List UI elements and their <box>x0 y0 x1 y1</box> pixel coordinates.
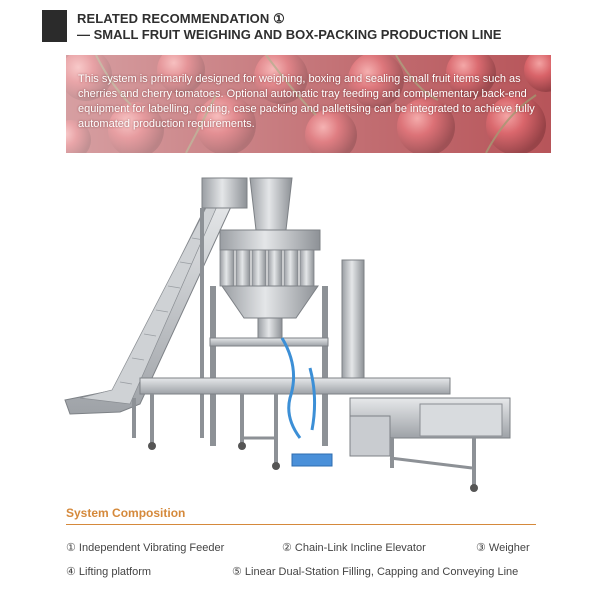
composition-item-filling-capping-line: ⑤ Linear Dual-Station Filling, Capping a… <box>232 566 519 578</box>
intro-paragraph: This system is primarily designed for we… <box>78 73 535 130</box>
composition-item-lifting-platform: ④ Lifting platform <box>66 566 152 578</box>
composition-item-weigher: ③ Weigher <box>476 542 530 554</box>
page-subtitle: — SMALL FRUIT WEIGHING AND BOX-PACKING P… <box>77 27 502 42</box>
banner-overlay <box>66 55 551 153</box>
page-header: RELATED RECOMMENDATION ① — SMALL FRUIT W… <box>42 10 562 44</box>
intro-banner: This system is primarily designed for we… <box>66 55 551 153</box>
header-marker-bar <box>42 10 67 42</box>
composition-item-incline-elevator: ② Chain-Link Incline Elevator <box>282 542 426 554</box>
production-line-machine-image <box>64 177 511 492</box>
system-composition-title: System Composition <box>66 506 186 520</box>
composition-item-vibrating-feeder: ① Independent Vibrating Feeder <box>66 542 225 554</box>
section-divider <box>66 524 536 525</box>
page-title: RELATED RECOMMENDATION ① <box>77 11 285 26</box>
